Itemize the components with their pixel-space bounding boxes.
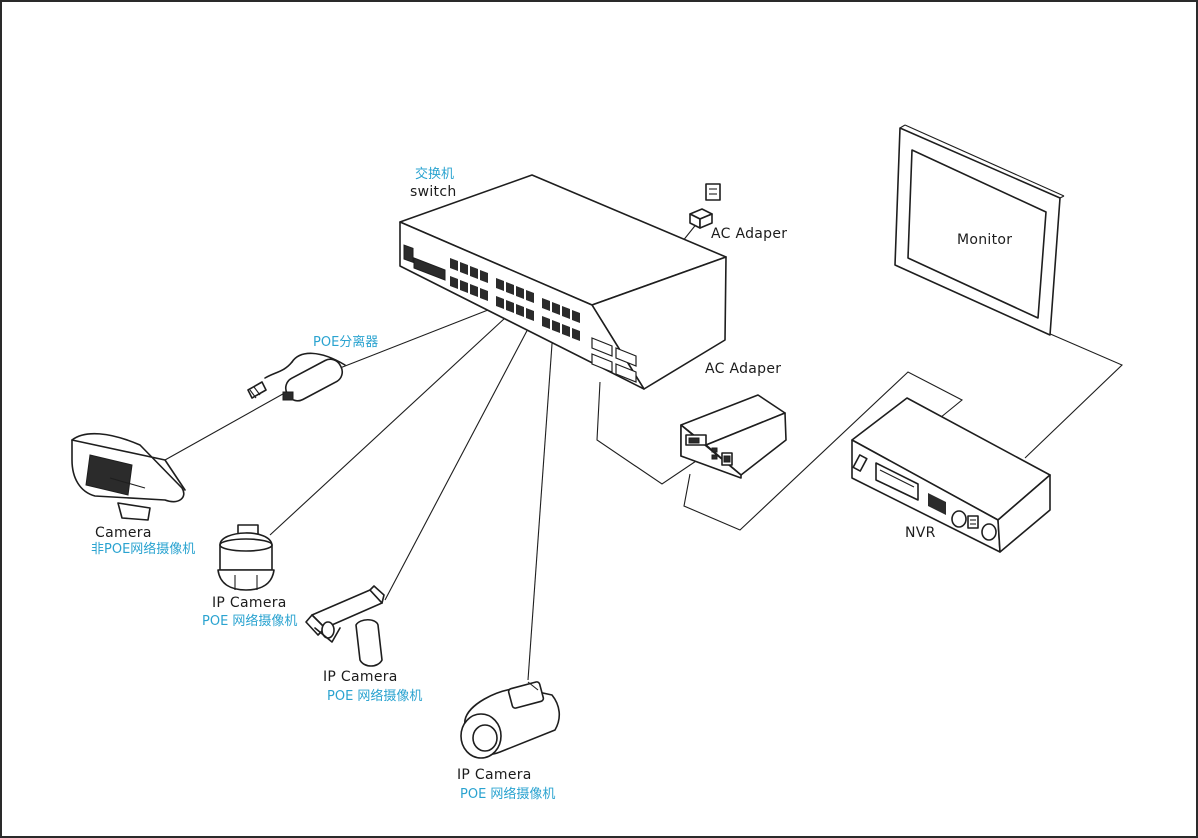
nvr-to-monitor-cable: [1024, 332, 1123, 459]
switch-ports: [450, 258, 637, 383]
camera1-device: [71, 432, 186, 521]
camera3-label-en: IP Camera: [323, 669, 398, 685]
ac-adapter-top-label: AC Adaper: [711, 226, 788, 242]
camera1-label-en: Camera: [95, 525, 152, 541]
camera4-device: [460, 681, 561, 759]
switch-label-en: switch: [410, 184, 457, 200]
camera1-label-cn: 非POE网络摄像机: [91, 542, 196, 557]
nvr-device: [851, 397, 1051, 553]
switch-to-ipcam2-line: [269, 317, 506, 536]
switch-to-ipcam3-line: [384, 324, 531, 601]
ac-adapter-mid-device: [680, 394, 787, 479]
camera2-device: [217, 524, 275, 591]
nvr-label: NVR: [905, 525, 936, 541]
monitor-device: [894, 124, 1065, 336]
switch-device: [399, 174, 727, 390]
camera2-label-en: IP Camera: [212, 595, 287, 611]
monitor-label: Monitor: [957, 232, 1013, 248]
camera3-device: [305, 585, 385, 667]
switch-to-ipcam4-line: [527, 329, 554, 681]
camera4-label-en: IP Camera: [457, 767, 532, 783]
switch-label-cn: 交换机: [415, 167, 455, 182]
camera2-label-cn: POE 网络摄像机: [202, 614, 298, 629]
camera3-label-cn: POE 网络摄像机: [327, 689, 423, 704]
poe-splitter-label: POE分离器: [313, 335, 379, 350]
poe-splitter-device: [247, 352, 346, 402]
camera4-label-cn: POE 网络摄像机: [460, 787, 556, 802]
switch-to-splitter-line: [339, 309, 489, 369]
ac-adapter-top-device: [689, 183, 721, 229]
ac-adapter-mid-label: AC Adaper: [705, 361, 782, 377]
switch-to-ac-adapter-cable: [596, 381, 706, 485]
splitter-to-camera-line: [164, 389, 291, 461]
ac-adapter-to-nvr-cable: [683, 371, 963, 531]
